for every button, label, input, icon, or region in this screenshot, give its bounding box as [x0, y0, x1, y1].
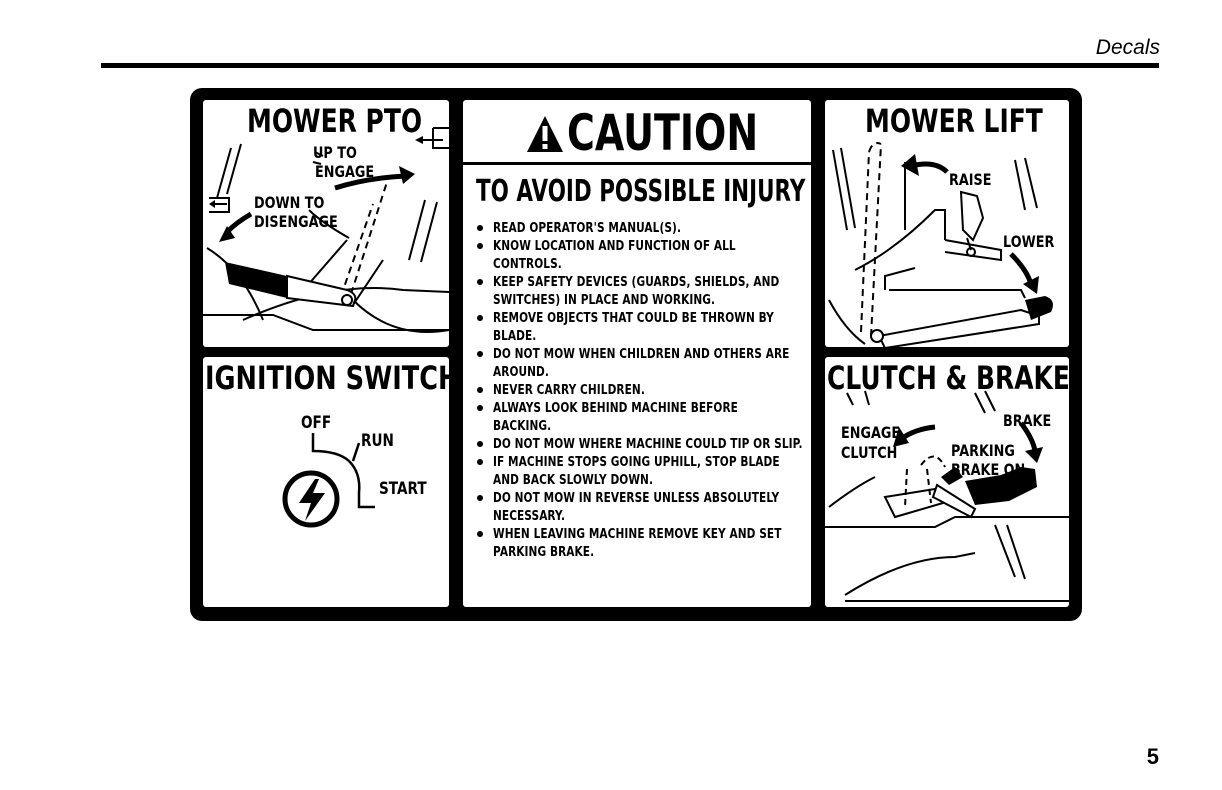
header-rule: [101, 63, 1159, 68]
mower-lift-title: MOWER LIFT: [865, 102, 1043, 140]
clutch-brake-illustration: [825, 390, 1069, 602]
mower-pto-panel: MOWER PTO: [203, 100, 449, 347]
list-item: ALWAYS LOOK BEHIND MACHINE BEFORE BACKIN…: [477, 400, 807, 436]
list-item: NEVER CARRY CHILDREN.: [477, 382, 807, 400]
clutch-brake-on-label: BRAKE ON: [951, 460, 1026, 479]
caution-banner: CAUTION: [463, 100, 811, 165]
list-item: DO NOT MOW WHEN CHILDREN AND OTHERS ARE …: [477, 346, 807, 382]
ignition-switch-panel: IGNITION SWITCH OFF RUN START: [203, 357, 449, 607]
list-item: DO NOT MOW IN REVERSE UNLESS ABSOLUTELY …: [477, 490, 807, 526]
caution-heading: CAUTION: [567, 104, 759, 162]
ignition-diagram: [282, 433, 375, 528]
clutch-parking-label: PARKING: [951, 441, 1015, 460]
list-item: DO NOT MOW WHERE MACHINE COULD TIP OR SL…: [477, 436, 807, 454]
ignition-start-label: START: [379, 479, 427, 499]
caution-panel: CAUTION TO AVOID POSSIBLE INJURY READ OP…: [463, 100, 811, 607]
list-item: REMOVE OBJECTS THAT COULD BE THROWN BY B…: [477, 310, 807, 346]
page-number: 5: [1146, 744, 1159, 769]
clutch-engage-label: ENGAGE: [841, 423, 901, 442]
mower-lift-panel: MOWER LIFT: [825, 100, 1069, 347]
pto-engage-label: ENGAGE: [315, 162, 375, 181]
list-item: IF MACHINE STOPS GOING UPHILL, STOP BLAD…: [477, 454, 807, 490]
mower-pto-illustration: [203, 127, 449, 333]
list-item: WHEN LEAVING MACHINE REMOVE KEY AND SET …: [477, 526, 807, 562]
clutch-brake-panel: CLUTCH & BRAKE: [825, 357, 1069, 607]
mower-lift-illustration: [828, 142, 1053, 347]
clutch-brake-title: CLUTCH & BRAKE: [827, 359, 1069, 397]
list-item: KNOW LOCATION AND FUNCTION OF ALL CONTRO…: [477, 238, 807, 274]
pto-down-to-label: DOWN TO: [254, 193, 325, 212]
lift-lower-label: LOWER: [1003, 232, 1055, 251]
section-title: Decals: [1095, 36, 1160, 59]
ignition-switch-title: IGNITION SWITCH: [205, 359, 449, 397]
lift-raise-label: RAISE: [949, 170, 992, 189]
list-item: KEEP SAFETY DEVICES (GUARDS, SHIELDS, AN…: [477, 274, 807, 310]
clutch-brake-label: BRAKE: [1003, 411, 1052, 430]
mower-pto-title: MOWER PTO: [247, 102, 423, 140]
ignition-off-label: OFF: [301, 413, 332, 433]
pto-up-to-label: UP TO: [313, 143, 357, 162]
warning-triangle-icon: [527, 116, 563, 152]
decal-sheet: MOWER PTO: [190, 88, 1082, 621]
ignition-run-label: RUN: [361, 431, 394, 451]
list-item: READ OPERATOR'S MANUAL(S).: [477, 220, 807, 238]
caution-subtitle: TO AVOID POSSIBLE INJURY: [476, 174, 806, 209]
caution-list: READ OPERATOR'S MANUAL(S). KNOW LOCATION…: [477, 220, 807, 562]
pto-disengage-label: DISENGAGE: [254, 212, 338, 231]
clutch-clutch-label: CLUTCH: [841, 443, 898, 462]
